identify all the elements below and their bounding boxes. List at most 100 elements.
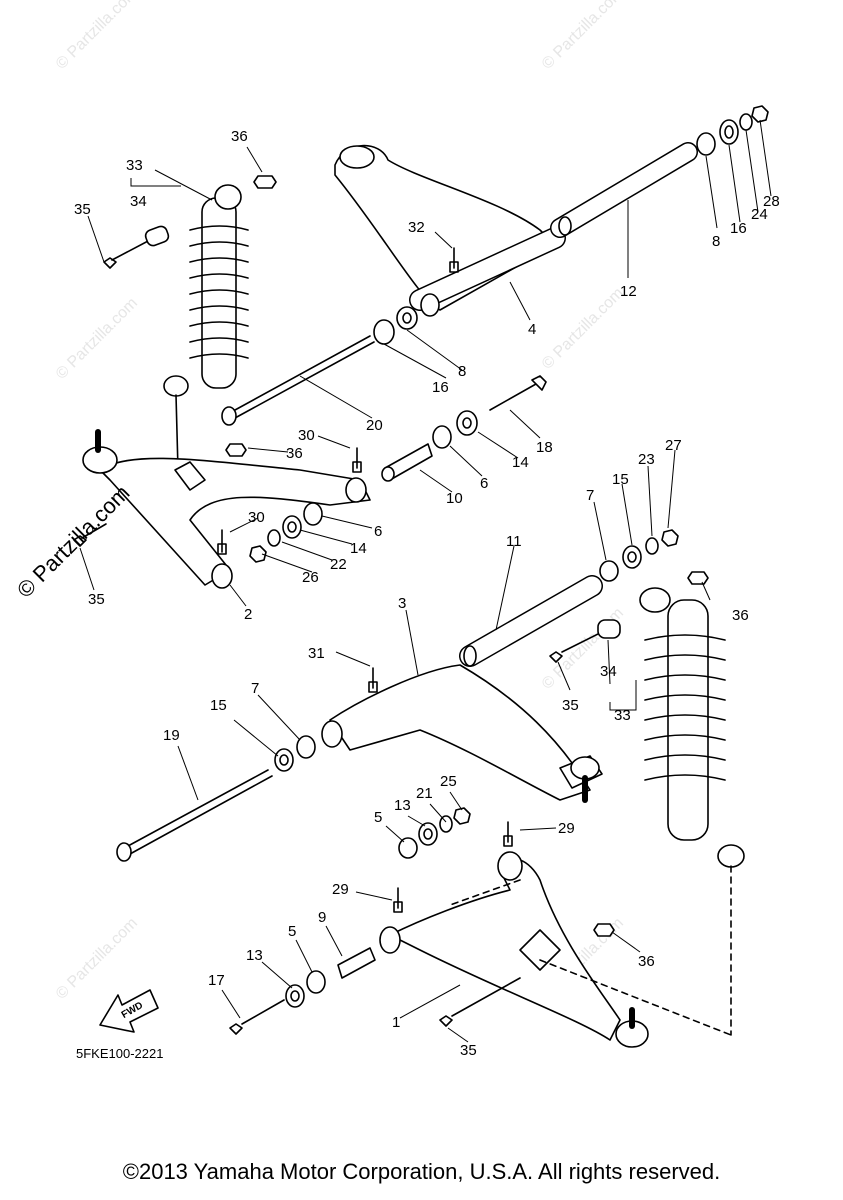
callout-7: 7	[251, 680, 259, 697]
callout-21: 21	[416, 785, 433, 802]
callout-2: 2	[244, 606, 252, 623]
nut-36-lower	[593, 923, 615, 937]
washers-upper-right	[696, 105, 769, 156]
callout-34: 34	[600, 663, 617, 680]
callout-35: 35	[88, 591, 105, 608]
callout-33: 33	[126, 157, 143, 174]
bolt-35-right	[549, 619, 621, 663]
bushings-middle	[373, 306, 418, 345]
callout-labels: 36 33 34 35 32 12 8 16 24 28 4 8 16 20 1…	[74, 128, 780, 1059]
bolt-35-left	[73, 523, 107, 547]
callout-3: 3	[398, 595, 406, 612]
callout-35: 35	[74, 201, 91, 218]
callout-36: 36	[231, 128, 248, 145]
nut-36-right	[687, 571, 709, 585]
lower-arm-3	[321, 664, 603, 803]
leader-lines	[79, 119, 772, 1043]
callout-23: 23	[638, 451, 655, 468]
callout-11: 11	[506, 533, 522, 550]
watermark-text: © Partzilla.com	[539, 0, 627, 73]
callout-6: 6	[374, 523, 382, 540]
callout-22: 22	[330, 556, 347, 573]
fitting-31	[368, 667, 378, 693]
fitting-29-upper	[503, 821, 513, 847]
callout-10: 10	[446, 490, 463, 507]
callout-19: 19	[163, 727, 180, 744]
callout-6: 6	[480, 475, 488, 492]
callout-12: 12	[620, 283, 637, 300]
shaft-11	[459, 575, 603, 667]
callout-8: 8	[458, 363, 466, 380]
lower-arm-1	[379, 851, 732, 1048]
washers-lower-left-2	[285, 970, 326, 1008]
nut-36-middle	[225, 443, 247, 457]
bushings-6-14	[432, 410, 478, 449]
shaft-12	[550, 142, 698, 238]
bolt-18	[489, 375, 547, 411]
callout-7: 7	[586, 487, 594, 504]
callout-16: 16	[432, 379, 449, 396]
washers-lower-center	[398, 807, 471, 859]
bolt-20	[221, 335, 375, 426]
bolt-17	[229, 999, 285, 1035]
copyright-text: ©2013 Yamaha Motor Corporation, U.S.A. A…	[122, 1159, 721, 1184]
callout-16: 16	[730, 220, 747, 237]
callout-35: 35	[460, 1042, 477, 1059]
collar-10	[381, 443, 433, 482]
watermark-text: © Partzilla.com	[53, 295, 141, 383]
callout-24: 24	[751, 206, 768, 223]
callout-28: 28	[763, 193, 780, 210]
bolt-19	[116, 769, 273, 862]
callout-5: 5	[374, 809, 382, 826]
callout-15: 15	[210, 697, 227, 714]
washers-right-middle	[599, 529, 679, 582]
callout-18: 18	[536, 439, 553, 456]
callout-30: 30	[298, 427, 315, 444]
callout-14: 14	[350, 540, 367, 557]
callout-26: 26	[302, 569, 319, 586]
callout-36: 36	[638, 953, 655, 970]
fwd-arrow-icon	[99, 989, 159, 1033]
callout-34: 34	[130, 193, 147, 210]
shock-absorber-right	[639, 587, 745, 1036]
callout-31: 31	[308, 645, 325, 662]
washers-lower-left	[249, 502, 323, 563]
watermark-text: © Partzilla.com	[539, 285, 627, 373]
callout-36: 36	[286, 445, 303, 462]
collar-9	[337, 947, 376, 979]
callout-9: 9	[318, 909, 326, 926]
callout-13: 13	[246, 947, 263, 964]
callout-8: 8	[712, 233, 720, 250]
callout-17: 17	[208, 972, 225, 989]
callout-27: 27	[665, 437, 682, 454]
watermark-text: © Partzilla.com	[53, 915, 141, 1003]
callout-25: 25	[440, 773, 457, 790]
fitting-32	[449, 247, 459, 273]
callout-33: 33	[614, 707, 631, 724]
fitting-29-lower	[393, 887, 403, 913]
callout-32: 32	[408, 219, 425, 236]
callout-4: 4	[528, 321, 536, 338]
callout-13: 13	[394, 797, 411, 814]
bolt-35-lower	[439, 977, 521, 1027]
shock-absorber-upper	[163, 184, 249, 471]
fitting-30-lower	[217, 529, 227, 555]
watermark-text: © Partzilla.com	[53, 0, 141, 73]
fitting-30-upper	[352, 447, 362, 473]
diagram-code: 5FKE100-2221	[76, 1046, 164, 1061]
callout-15: 15	[612, 471, 629, 488]
bolt-35-upper	[103, 225, 170, 269]
washers-7-15	[274, 735, 316, 772]
callout-29: 29	[332, 881, 349, 898]
callout-29: 29	[558, 820, 575, 837]
callout-30: 30	[248, 509, 265, 526]
callout-20: 20	[366, 417, 383, 434]
callout-1: 1	[392, 1014, 400, 1031]
nut-36-upper	[253, 175, 277, 189]
lower-arm-2	[82, 429, 371, 589]
callout-5: 5	[288, 923, 296, 940]
callout-14: 14	[512, 454, 529, 471]
upper-arm-4	[334, 144, 566, 317]
callout-36: 36	[732, 607, 749, 624]
